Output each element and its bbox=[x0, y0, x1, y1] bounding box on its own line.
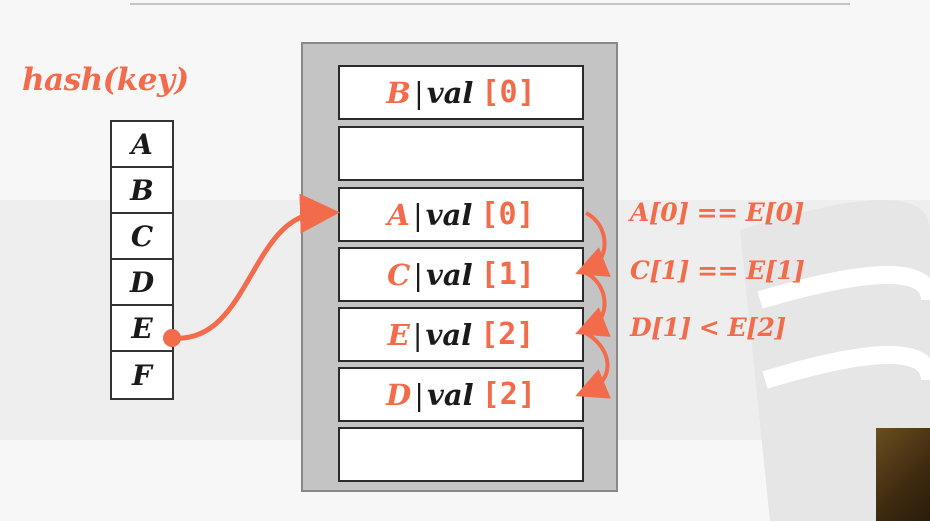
slot-value: val bbox=[426, 257, 473, 292]
slot-key: E bbox=[387, 317, 410, 352]
slot-index: [2] bbox=[480, 317, 535, 352]
hash-slot-empty bbox=[338, 126, 584, 181]
hash-slot: D|val[2] bbox=[338, 367, 584, 422]
key-cell: E bbox=[112, 306, 172, 352]
slot-key: D bbox=[386, 377, 412, 412]
slot-index: [0] bbox=[480, 197, 535, 232]
slot-value: val bbox=[427, 377, 474, 412]
slot-key: C bbox=[387, 257, 411, 292]
slot-key: B bbox=[386, 75, 411, 110]
slot-index: [2] bbox=[481, 377, 536, 412]
slot-separator: | bbox=[414, 377, 425, 412]
hash-slot: A|val[0] bbox=[338, 187, 584, 242]
video-thumbnail bbox=[876, 428, 930, 521]
key-cell: A bbox=[112, 122, 172, 168]
key-cell: B bbox=[112, 168, 172, 214]
slot-separator: | bbox=[413, 75, 424, 110]
key-cell: F bbox=[132, 358, 152, 392]
slot-separator: | bbox=[412, 317, 423, 352]
hash-slot-empty bbox=[338, 427, 584, 482]
slot-index: [1] bbox=[480, 257, 535, 292]
hash-function-label: hash(key) bbox=[22, 62, 189, 98]
slot-value: val bbox=[425, 197, 473, 232]
comparison-label: A[0] == E[0] bbox=[630, 198, 804, 227]
slot-separator: | bbox=[412, 197, 423, 232]
hash-slot: C|val[1] bbox=[338, 247, 584, 302]
hash-table: B|val[0] A|val[0] C|val[1] E|val[2] D|va… bbox=[301, 42, 618, 492]
slot-value: val bbox=[426, 75, 474, 110]
slot-value: val bbox=[425, 317, 473, 352]
slot-key: A bbox=[387, 197, 410, 232]
slot-index: [0] bbox=[481, 75, 536, 110]
slot-separator: | bbox=[413, 257, 423, 292]
hash-slot: E|val[2] bbox=[338, 307, 584, 362]
key-cell: D bbox=[112, 260, 172, 306]
key-list: A B C D E F bbox=[110, 120, 174, 400]
comparison-label: C[1] == E[1] bbox=[630, 256, 805, 285]
key-cell: C bbox=[112, 214, 172, 260]
hash-slot: B|val[0] bbox=[338, 65, 584, 120]
comparison-label: D[1] < E[2] bbox=[630, 313, 786, 342]
header-rule bbox=[130, 3, 850, 5]
